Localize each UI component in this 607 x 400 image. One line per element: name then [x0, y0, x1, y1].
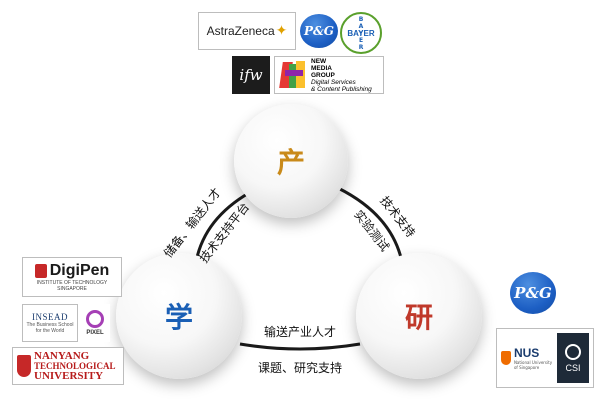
education-sphere: 学 [116, 253, 242, 379]
nmg-mark-icon [279, 60, 307, 90]
new-media-group-logo: NEW MEDIA GROUP Digital Services & Conte… [274, 56, 384, 94]
csi-logo: CSI [557, 333, 590, 383]
education-label: 学 [164, 301, 193, 334]
pixel-mark-icon [86, 310, 104, 328]
digipen-logo: DigiPen INSTITUTE OF TECHNOLOGY SINGAPOR… [22, 257, 122, 297]
csi-ring-icon [565, 343, 582, 360]
nus-csi-logo: NUS National University of Singapore CSI [496, 328, 594, 388]
industry-sphere: 产 [234, 104, 348, 218]
ifw-logo: ifw [232, 56, 270, 94]
pg-logo-right: P&G [510, 272, 556, 314]
edge-label-industry-talent: 输送产业人才 [264, 325, 337, 339]
research-label: 研 [404, 301, 433, 334]
ntu-logo: NANYANG TECHNOLOGICAL UNIVERSITY [12, 347, 124, 385]
research-sphere: 研 [356, 253, 482, 379]
pixel-logo: PIXEL [80, 304, 110, 342]
insead-logo: INSEAD The Business School for the World [22, 304, 78, 342]
industry-label: 产 [276, 146, 305, 179]
ntu-crest-icon [17, 355, 31, 377]
nus-crest-icon [500, 351, 511, 365]
pg-logo-top: P&G [300, 14, 338, 48]
astrazeneca-logo: AstraZeneca ✦ [198, 12, 296, 50]
arc-education-research [239, 342, 361, 351]
digipen-mark-icon [34, 264, 47, 278]
edge-label-research-support: 课题、研究支持 [258, 361, 343, 375]
arc-industry-research [337, 186, 404, 263]
